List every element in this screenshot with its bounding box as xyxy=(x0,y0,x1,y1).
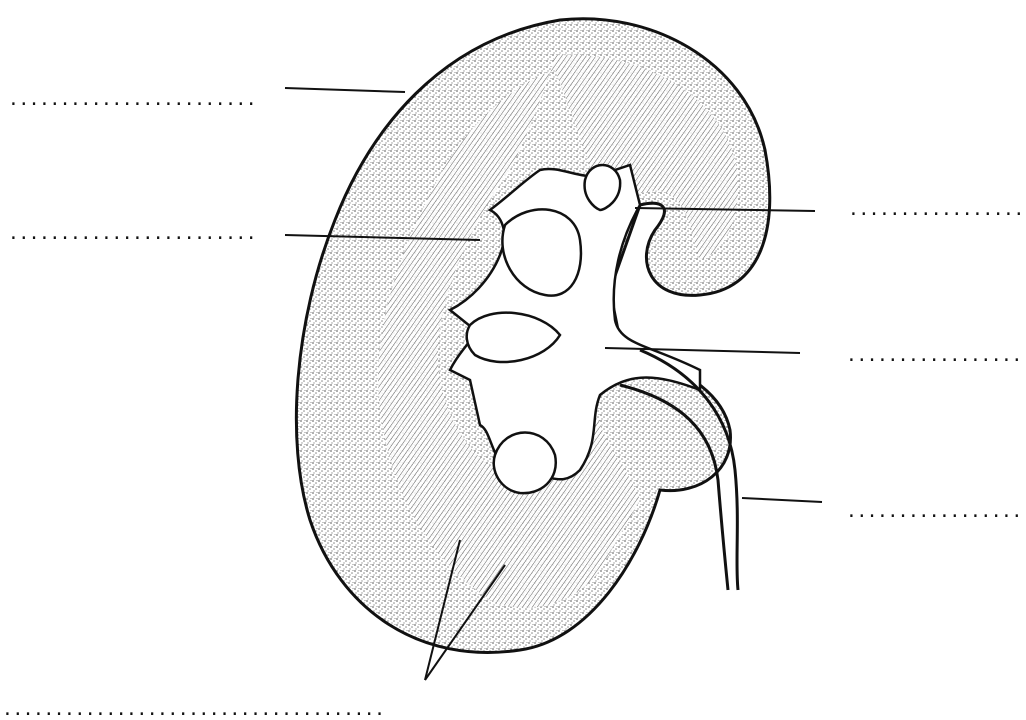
papilla-lower xyxy=(494,433,556,494)
answer-blank-5[interactable]: ................. xyxy=(846,502,1022,522)
leader-line-1 xyxy=(285,88,405,92)
answer-blank-1[interactable]: ........................ xyxy=(8,90,256,110)
answer-blank-4[interactable]: ................. xyxy=(846,346,1022,366)
answer-blank-2[interactable]: ........................ xyxy=(8,224,256,244)
answer-blank-6[interactable]: ..................................... xyxy=(2,700,384,720)
answer-blank-3[interactable]: ................. xyxy=(848,200,1024,220)
leader-line-5 xyxy=(742,498,822,502)
